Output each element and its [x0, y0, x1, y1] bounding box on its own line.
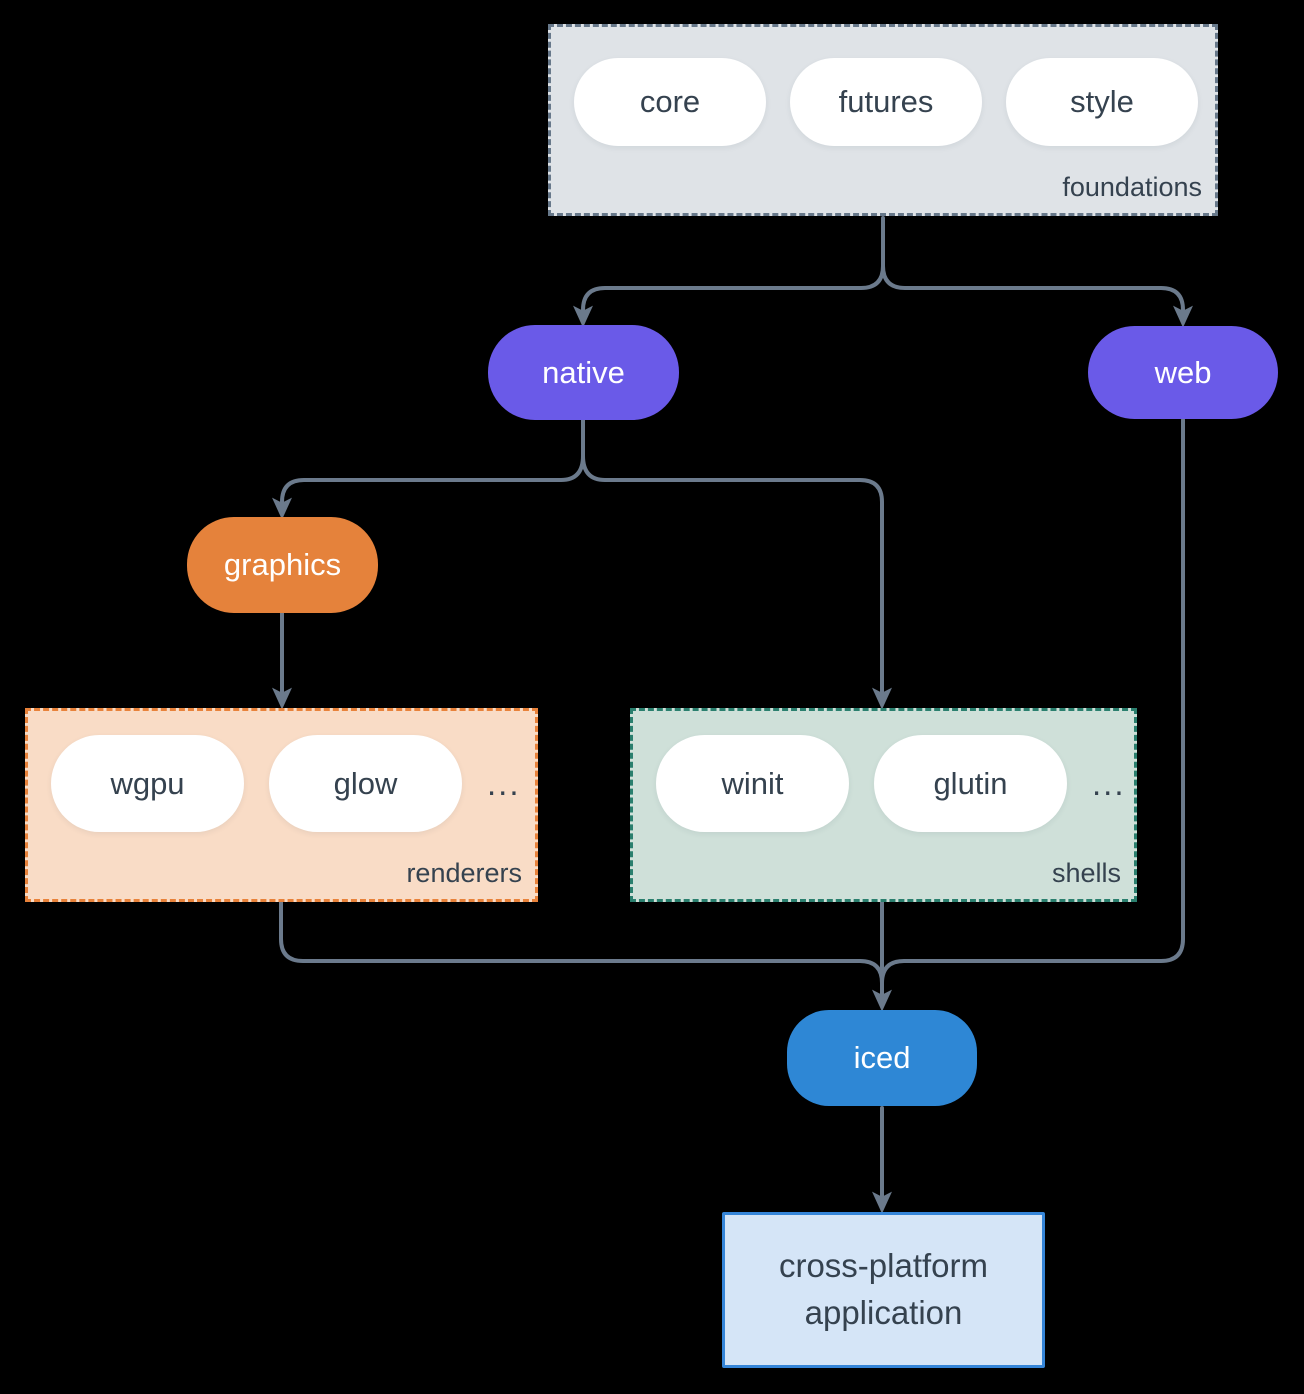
node-core: core: [574, 58, 766, 146]
foundations-pill-row: core futures style: [551, 27, 1215, 146]
shells-ellipsis: ...: [1092, 764, 1126, 802]
node-style: style: [1006, 58, 1198, 146]
node-winit: winit: [656, 735, 849, 832]
node-wgpu: wgpu: [51, 735, 244, 832]
node-cross-platform-application: cross-platform application: [722, 1212, 1045, 1368]
node-glow: glow: [269, 735, 462, 832]
app-label-line1: cross-platform: [778, 1247, 989, 1285]
app-label-line2: application: [804, 1294, 963, 1331]
edge-native-shells: [581, 454, 892, 710]
shells-label: shells: [1051, 858, 1121, 888]
edge-native-graphics: [272, 454, 585, 520]
node-native: native: [488, 325, 679, 420]
edge-foundations-native: [573, 264, 885, 328]
node-graphics: graphics: [187, 517, 378, 613]
node-iced: iced: [787, 1010, 977, 1106]
foundations-group: core futures style foundations: [548, 24, 1218, 216]
renderers-ellipsis: ...: [487, 764, 521, 802]
node-web: web: [1088, 326, 1278, 419]
renderers-group: wgpu glow ... renderers: [25, 708, 538, 902]
renderers-label: renderers: [406, 858, 522, 888]
shells-pill-row: winit glutin ...: [633, 711, 1134, 832]
node-futures: futures: [790, 58, 982, 146]
node-glutin: glutin: [874, 735, 1067, 832]
renderers-pill-row: wgpu glow ...: [28, 711, 535, 832]
edge-foundations-web: [881, 264, 1193, 328]
edge-web-iced: [880, 418, 1185, 985]
foundations-label: foundations: [1062, 172, 1202, 202]
edge-renderers-iced: [279, 900, 884, 985]
shells-group: winit glutin ... shells: [630, 708, 1137, 902]
